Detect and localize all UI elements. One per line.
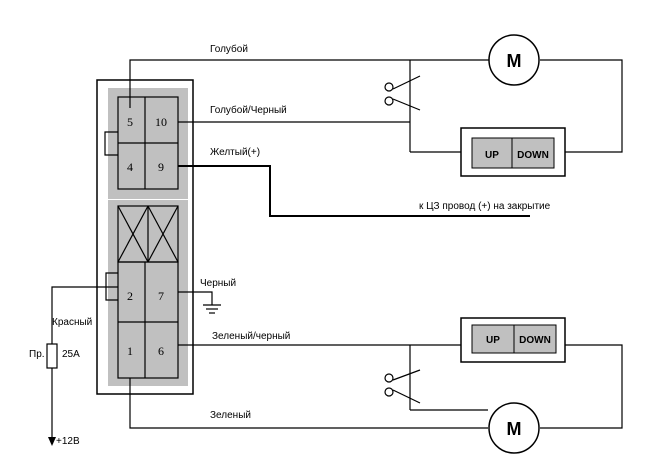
pin-5-label: 5 (127, 115, 133, 129)
switch-top-up: UP (485, 150, 499, 161)
wire-blue (129, 59, 490, 108)
wire-blue-black-label: Голубой/Черный (210, 104, 287, 116)
pin-7-label: 7 (158, 289, 164, 303)
switch-bottom-up: UP (486, 335, 500, 346)
arrow-down-icon (48, 437, 56, 446)
fuse-prefix: Пр. (29, 349, 45, 360)
pin-6-label: 6 (158, 344, 164, 358)
wire-green-black-label: Зеленый/черный (212, 331, 290, 342)
motor-top-label: M (507, 51, 522, 71)
cz-note: к ЦЗ провод (+) на закрытие (419, 201, 551, 212)
supply-label: +12В (56, 436, 80, 447)
jumper-5-4 (104, 131, 118, 156)
pin-10-label: 10 (155, 115, 167, 129)
wire-motor-top-right (540, 59, 623, 153)
wire-red (51, 286, 118, 440)
wire-yellow-label: Желтый(+) (210, 147, 260, 158)
switch-top: UP DOWN (460, 127, 566, 177)
switch-top-down: DOWN (517, 150, 549, 161)
motor-top: M (488, 34, 540, 86)
wire-black-label: Черный (200, 278, 236, 289)
pin-1-label: 1 (127, 344, 133, 358)
wire-motor-bottom-right (540, 344, 623, 429)
wire-green (129, 378, 488, 429)
pin-9-label: 9 (158, 160, 164, 174)
switch-bottom: UP DOWN (460, 317, 566, 363)
fuse-icon (46, 343, 58, 369)
motor-bottom: M (488, 402, 540, 454)
switch-bottom-down: DOWN (519, 335, 551, 346)
pin-4-label: 4 (127, 160, 133, 174)
wire-black (178, 291, 213, 305)
connector-top-pins: 5 10 4 9 (104, 96, 179, 190)
wire-yellow (178, 165, 530, 217)
fuse-rating: 25А (62, 349, 80, 360)
motor-bottom-label: M (507, 419, 522, 439)
wire-green-label: Зеленый (210, 410, 251, 421)
scissors-icon (384, 369, 421, 404)
ground-icon (203, 304, 221, 314)
wire-blue-label: Голубой (210, 43, 248, 55)
scissors-icon (384, 75, 421, 111)
wire-red-label: Красный (52, 317, 92, 328)
pin-2-label: 2 (127, 289, 133, 303)
connector-unused-cells (117, 205, 179, 263)
